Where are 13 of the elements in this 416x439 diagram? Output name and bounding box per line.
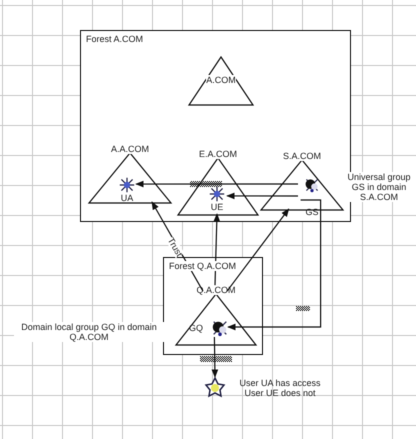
forest-box [163, 257, 263, 355]
domain-label: A.COM [205, 75, 237, 85]
forest-label: Forest A.COM [86, 34, 144, 44]
domain-label: E.A.COM [198, 149, 238, 159]
forest-label: Forest Q.A.COM [169, 261, 236, 271]
icon-label: UE [210, 202, 224, 212]
icon-label: UA [120, 193, 134, 203]
domain-label: S.A.COM [282, 151, 322, 161]
domain-label: A.A.COM [110, 144, 150, 154]
annotation-text: Domain local group GQ in domain Q.A.COM [14, 322, 164, 342]
icon-label: GQ [189, 323, 204, 333]
domain-label: Q.A.COM [195, 285, 236, 295]
note-text: User UA has access User UE does not [238, 378, 322, 398]
